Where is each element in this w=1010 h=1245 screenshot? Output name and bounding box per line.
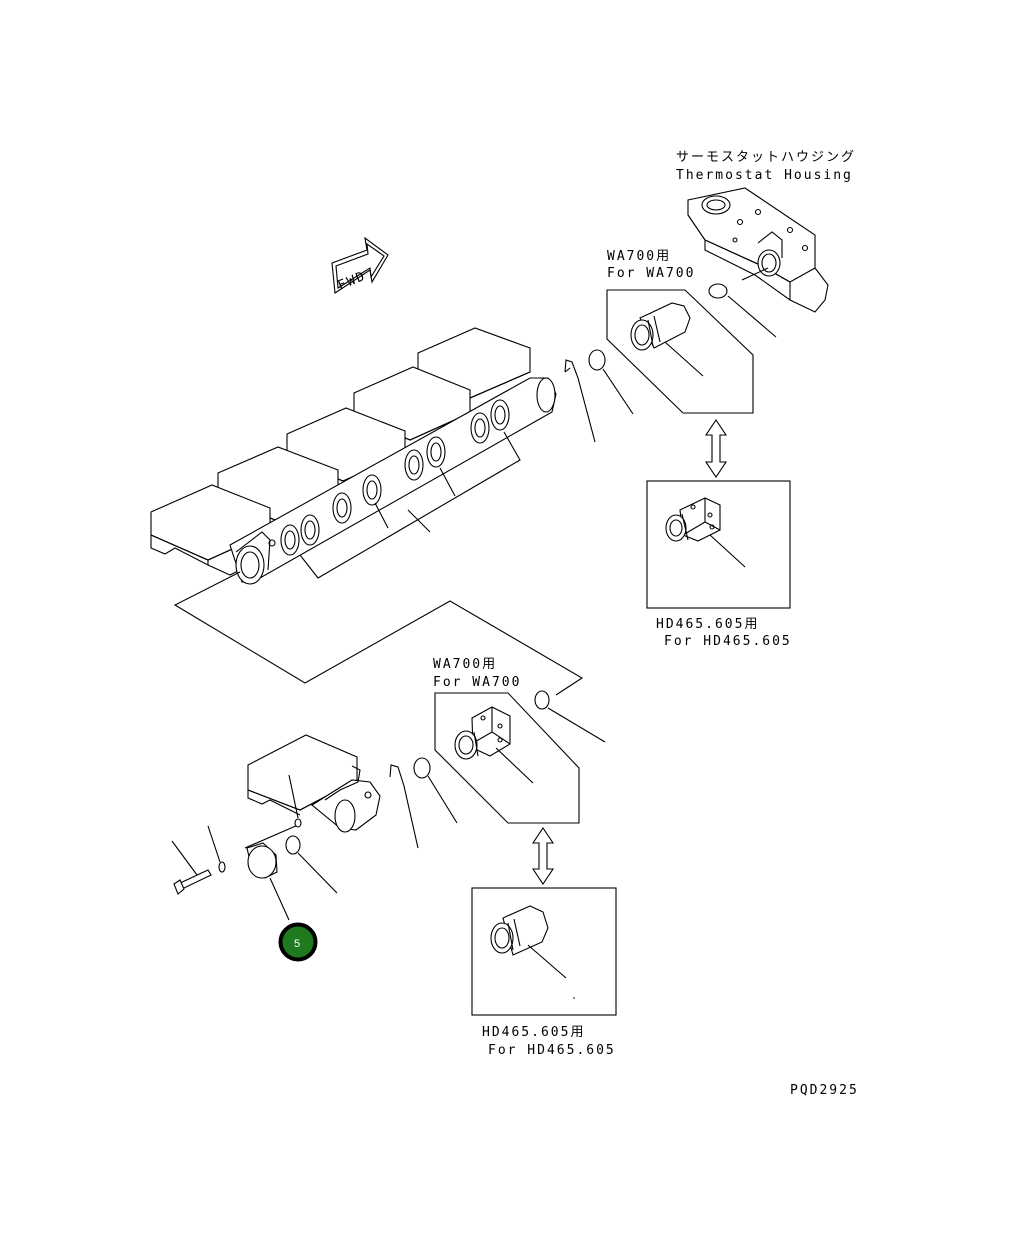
group-outline <box>173 571 584 696</box>
hd-bottom-pipe-part <box>490 905 575 999</box>
double-arrow-icon <box>531 827 555 885</box>
thermostat-label-en: Thermostat Housing <box>676 168 853 183</box>
gasket-oval <box>413 757 431 779</box>
wa700-top-outline <box>606 289 754 414</box>
callout-5[interactable]: 5 <box>278 922 318 962</box>
clamp-wire-end <box>564 367 571 373</box>
wa700-bottom-outline <box>434 692 580 824</box>
leader-line <box>427 775 458 824</box>
exhaust-manifold <box>150 327 557 585</box>
small-oring-part <box>288 774 302 828</box>
hd-top-label-en: For HD465.605 <box>664 634 792 649</box>
wa700-bottom-part <box>454 706 534 784</box>
callout-5-number: 5 <box>294 938 300 950</box>
fwd-arrow-icon <box>331 236 389 294</box>
gasket-oval <box>588 349 606 371</box>
clamp-wire <box>389 764 419 849</box>
hd-top-label-jp: HD465.605用 <box>656 617 759 632</box>
leader-line <box>741 267 769 281</box>
clamp-wire <box>564 359 596 443</box>
gasket-oval <box>285 835 301 855</box>
gasket-oval <box>708 283 728 299</box>
bolt-part <box>171 840 212 895</box>
leader-line <box>297 852 338 894</box>
hd-bottom-label-jp: HD465.605用 <box>482 1025 585 1040</box>
leader-line <box>727 295 777 338</box>
wa700-top-pipe-part <box>630 302 704 377</box>
leader-line <box>547 707 606 743</box>
gasket-oval <box>534 690 550 710</box>
callout-5-fill <box>282 926 314 958</box>
hd-bottom-box <box>471 887 617 1016</box>
wa700-bottom-label-en: For WA700 <box>433 675 521 690</box>
leader-line <box>602 368 634 415</box>
double-arrow-icon <box>704 419 728 478</box>
wa700-top-label-en: For WA700 <box>607 266 695 281</box>
drawing-code: PQD2925 <box>790 1083 859 1098</box>
wa700-top-label-jp: WA700用 <box>607 249 671 264</box>
manifold-end-block <box>247 734 381 833</box>
washer-part <box>207 825 226 873</box>
hd-top-part <box>665 497 746 568</box>
cover-plate-part <box>244 824 299 921</box>
thermostat-housing <box>687 187 829 313</box>
hd-top-box <box>646 480 791 609</box>
thermostat-label-jp: サーモスタットハウジング <box>676 150 856 165</box>
wa700-bottom-label-jp: WA700用 <box>433 657 497 672</box>
hd-bottom-label-en: For HD465.605 <box>488 1043 616 1058</box>
